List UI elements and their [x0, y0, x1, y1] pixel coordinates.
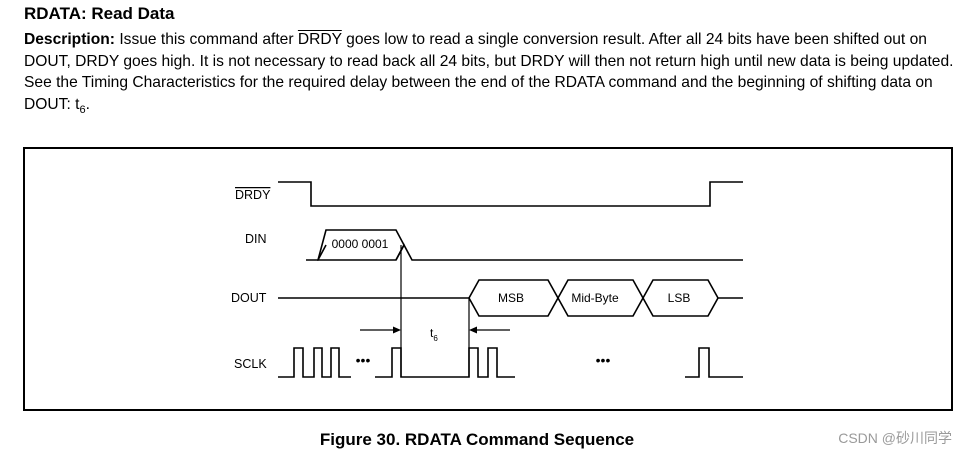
drdy-waveform: [278, 181, 743, 207]
sclk-label: SCLK: [234, 357, 267, 371]
din-value: 0000 0001: [332, 237, 389, 251]
diagram-border: [23, 147, 953, 411]
figure-caption-text: Figure 30. RDATA Command Sequence: [319, 430, 635, 449]
drdy-label: DRDY: [235, 188, 271, 202]
description-text-1: Issue this command after: [119, 31, 294, 48]
watermark: CSDN @砂川同学: [838, 430, 952, 446]
figure-caption: Figure 30. RDATA Command Sequence: [0, 430, 966, 450]
dout-byte-mid: Mid-Byte: [571, 291, 619, 305]
din-label: DIN: [245, 232, 267, 246]
description-subscript: 6: [79, 103, 86, 116]
t6-label: t6: [430, 326, 438, 343]
dout-label: DOUT: [231, 291, 267, 305]
dout-byte-lsb: LSB: [668, 291, 691, 305]
timing-diagram: DRDY DIN DOUT SCLK 0000 0001 MSB Mid-Byt…: [23, 147, 953, 411]
t6-label-sub: 6: [433, 334, 438, 343]
description-paragraph: Description: Issue this command after DR…: [24, 29, 959, 121]
section-title: RDATA: Read Data: [24, 4, 175, 23]
t6-arrowhead-left: [393, 326, 401, 334]
din-waveform-right: [395, 243, 743, 261]
description-drdy-bar: DRDY: [297, 31, 342, 48]
sclk-ellipsis-1: •••: [356, 352, 371, 368]
dout-bus-top: [468, 279, 743, 300]
description-text-2: goes low to read a single conversion res…: [24, 31, 954, 113]
sclk-ellipsis-2: •••: [596, 352, 611, 368]
dout-bus-bottom: [468, 296, 719, 317]
sclk-waveform-1: [278, 347, 351, 378]
dout-byte-msb: MSB: [498, 291, 524, 305]
t6-label-t: t: [430, 326, 434, 340]
sclk-waveform-2: [375, 347, 515, 378]
sclk-waveform-3: [685, 347, 743, 378]
description-label: Description:: [24, 31, 115, 48]
t6-arrowhead-right: [469, 326, 477, 334]
description-end: .: [85, 95, 90, 113]
din-waveform-left: [306, 244, 327, 261]
